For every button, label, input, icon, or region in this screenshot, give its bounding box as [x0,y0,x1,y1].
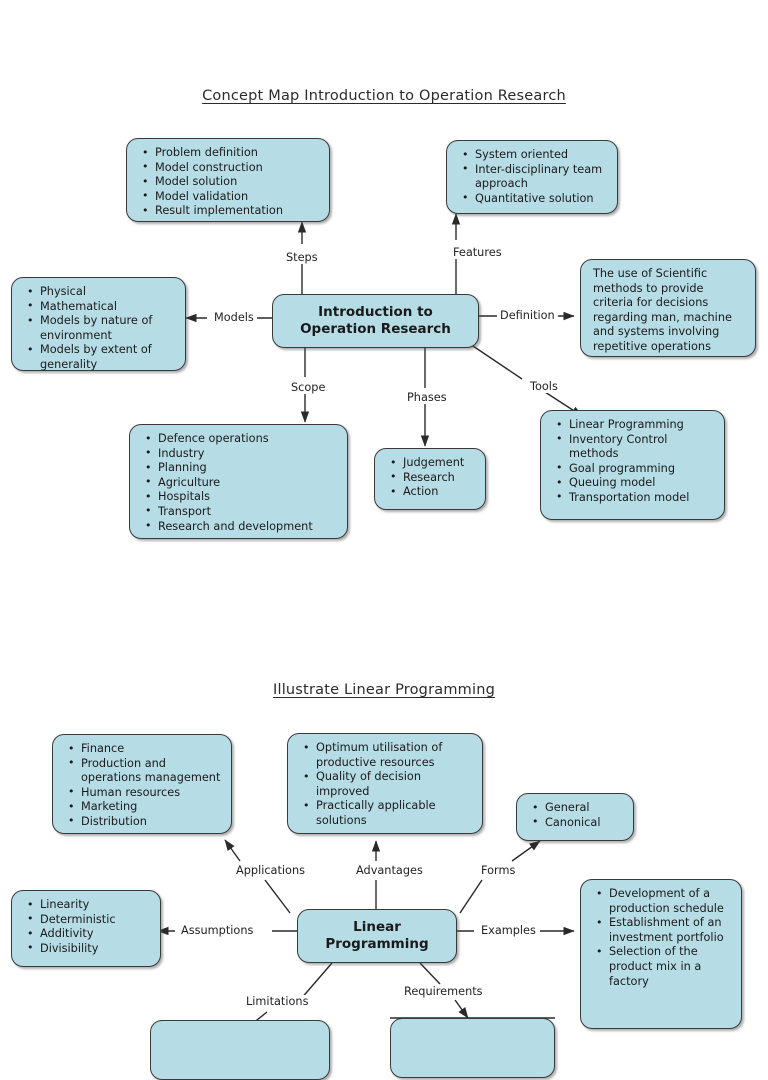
list-item: Canonical [532,815,625,831]
list-item: Practically applicable solutions [303,799,474,828]
list-item: Queuing model [556,476,716,491]
list-item: Defence operations [145,432,339,447]
list-item: Deterministic [27,912,152,928]
list-item: Transport [145,504,339,520]
list-item: Quantitative solution [462,191,609,207]
line-requirements-lower [454,999,469,1019]
list-item: Establishment of an investment portfolio [596,916,733,945]
list-item: Problem definition [142,146,321,161]
edge-label-applications: Applications [233,864,309,877]
edge-label-phases: Phases [404,391,450,404]
list-item: Production and operations management [68,756,223,786]
edge-label-requirements: Requirements [401,985,486,998]
list-item: Research [390,470,477,486]
list-item: Models by extent of generality [27,343,177,372]
list-item: Optimum utilisation of productive resour… [303,740,474,770]
line-applications-lower [264,879,291,914]
line-applications-upper [224,839,241,862]
list-item: Models by nature of environment [27,314,177,343]
list-item: Marketing [68,800,223,815]
list-item: Industry [145,446,339,462]
list-item: Distribution [68,814,223,830]
line-forms-lower [459,879,483,914]
diagram2-title: Illustrate Linear Programming [272,682,496,698]
node-steps: Problem definition Model construction Mo… [126,138,330,222]
edge-label-definition: Definition [497,309,558,322]
edge-label-steps: Steps [283,251,321,264]
list-item: Additivity [27,927,152,942]
diagram1-title: Concept Map Introduction to Operation Re… [202,88,566,104]
list-item: Linearity [27,898,152,913]
list-item: System oriented [462,148,609,163]
list-item: Model construction [142,160,321,176]
list-item: Result implementation [142,204,321,219]
list-item: General [532,801,625,816]
list-item: Planning [145,461,339,476]
node-applications: Finance Production and operations manage… [52,734,232,834]
edge-label-examples: Examples [478,924,539,937]
list-item: Inventory Control methods [556,432,716,462]
list-item: Transportation model [556,490,716,506]
edge-label-assumptions: Assumptions [178,924,257,937]
list-item: Inter-disciplinary team approach [462,162,609,192]
list-item: Quality of decision improved [303,770,474,799]
list-item: Model solution [142,175,321,190]
node-requirements-cutoff [390,1018,555,1078]
node-tools: Linear Programming Inventory Control met… [540,410,725,520]
center-label-line1: Linear [353,919,401,936]
list-item: Linear Programming [556,418,716,433]
node-forms: General Canonical [516,793,634,841]
edge-label-limitations: Limitations [243,995,312,1008]
node-models: Physical Mathematical Models by nature o… [11,277,186,371]
node-features: System oriented Inter-disciplinary team … [446,140,618,214]
list-item: Development of a production schedule [596,886,733,916]
node-scope: Defence operations Industry Planning Agr… [129,424,348,539]
node-examples: Development of a production schedule Est… [580,879,742,1029]
list-item: Model validation [142,189,321,205]
concept-map-page: Concept Map Introduction to Operation Re… [0,0,768,1024]
list-item: Agriculture [145,475,339,491]
list-item: Divisibility [27,941,152,957]
edge-label-advantages: Advantages [353,864,426,877]
node-center-operation-research: Introduction to Operation Research [272,294,479,348]
edge-label-forms: Forms [478,864,519,877]
edge-label-features: Features [450,246,505,259]
list-item: Selection of the product mix in a factor… [596,945,733,989]
line-tools-upper [469,343,523,380]
list-item: Human resources [68,785,223,801]
node-advantages: Optimum utilisation of productive resour… [287,733,483,834]
edge-label-models: Models [211,311,257,324]
center-label-line2: Programming [325,936,429,952]
node-definition: The use of Scientific methods to provide… [580,259,756,357]
node-assumptions: Linearity Deterministic Additivity Divis… [11,890,161,967]
node-limitations-cutoff [150,1020,330,1080]
node-phases: Judgement Research Action [374,448,486,510]
line-forms-upper [511,840,541,862]
list-item: Mathematical [27,299,177,315]
list-item: Goal programming [556,461,716,477]
center-label-line1: Introduction to [318,304,433,321]
center-label-line2: Operation Research [300,321,451,337]
list-item: Action [390,485,477,500]
list-item: Research and development [145,519,339,535]
list-item: Finance [68,742,223,757]
definition-text: The use of Scientific methods to provide… [593,267,732,353]
list-item: Physical [27,285,177,300]
list-item: Hospitals [145,490,339,505]
edge-label-scope: Scope [288,381,329,394]
node-center-linear-programming: Linear Programming [297,909,457,963]
list-item: Judgement [390,456,477,471]
edge-label-tools: Tools [527,380,561,393]
line-requirements-upper [419,962,441,985]
